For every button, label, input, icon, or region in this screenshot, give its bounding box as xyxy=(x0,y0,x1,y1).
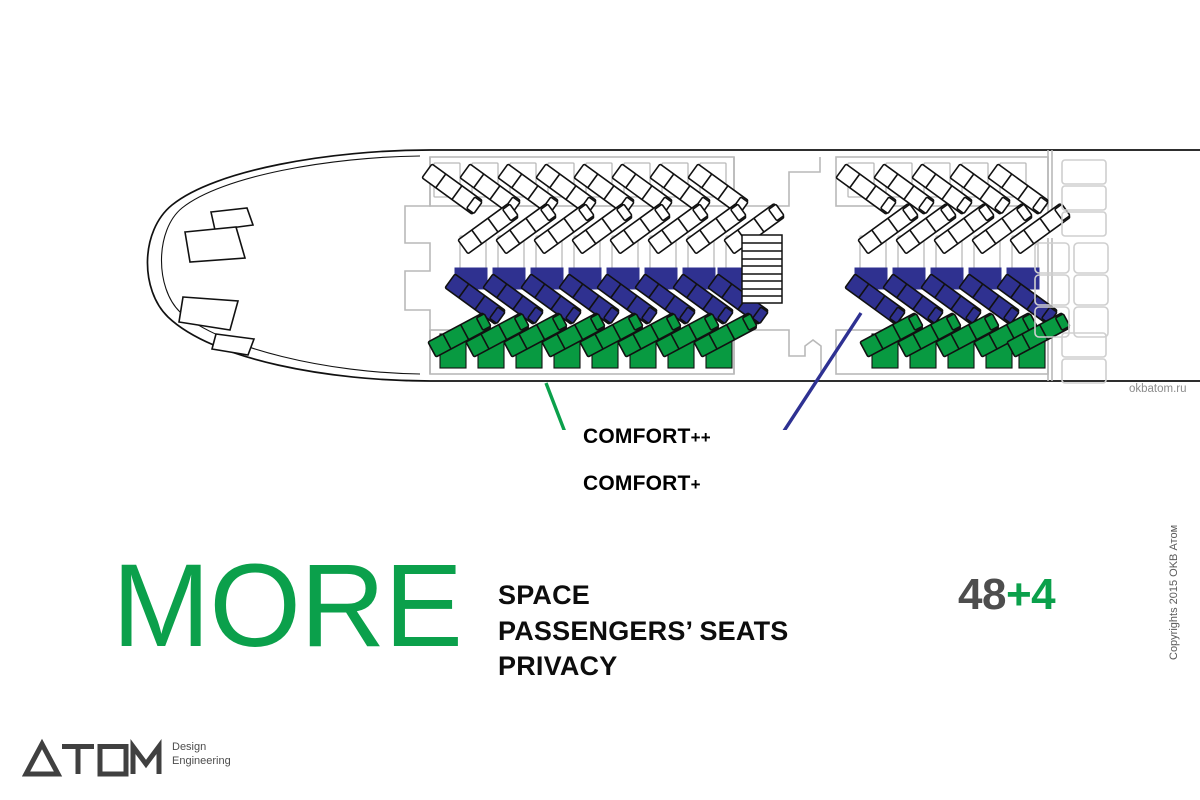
callout-comfort-plus-plus: COMFORT++ xyxy=(583,425,711,449)
atom-wordmark-icon xyxy=(22,738,162,777)
headline-block: MORE SPACE PASSENGERS’ SEATS PRIVACY xyxy=(112,540,788,685)
aft-cabin-section xyxy=(835,150,1109,384)
callout-label: COMFORT xyxy=(583,472,691,495)
row-mid-blue-forward xyxy=(444,267,770,326)
headline-benefit-list: SPACE PASSENGERS’ SEATS PRIVACY xyxy=(498,578,788,685)
benefit-space: SPACE xyxy=(498,580,591,610)
row-mid-white-forward xyxy=(457,202,786,271)
callout-comfort-plus: COMFORT+ xyxy=(583,472,701,496)
forward-cabin-section xyxy=(404,156,822,375)
row-bottom-green-forward xyxy=(427,311,759,369)
headline-more: MORE xyxy=(112,540,463,672)
fuselage-outline xyxy=(146,149,1200,382)
copyright-notice: Copyrights 2015 OKB Атом xyxy=(1168,524,1180,660)
cabin-layout-diagram xyxy=(146,149,1200,430)
seat-count-base: 48 xyxy=(958,570,1006,619)
leader-line-comfort-plus-plus xyxy=(544,382,566,430)
stairs-module xyxy=(741,234,783,304)
callout-label: COMFORT xyxy=(583,425,691,448)
callout-suffix: ++ xyxy=(690,428,711,447)
benefit-privacy: PRIVACY xyxy=(498,651,618,682)
logo-subtitle-line-1: Design xyxy=(172,741,207,753)
callout-suffix: + xyxy=(690,475,701,494)
logo-subtitle-line-2: Engineering xyxy=(172,755,231,768)
row-bottom-green-aft xyxy=(859,311,1072,369)
logo-subtitle: Design Engineering xyxy=(172,740,231,768)
fuselage-inner-line xyxy=(160,155,421,375)
seat-count-extra: +4 xyxy=(1005,570,1056,619)
atom-logo: Design Engineering xyxy=(22,738,231,778)
galley-units xyxy=(1034,159,1109,384)
seat-count-badge: 48+4 xyxy=(958,570,1056,620)
site-url: okbatom.ru xyxy=(1129,383,1187,395)
leader-line-comfort-plus xyxy=(782,312,863,430)
benefit-passengers: PASSENGERS’ SEATS xyxy=(498,615,789,646)
row-mid-blue-aft xyxy=(844,267,1059,326)
cockpit-windows xyxy=(178,207,256,356)
